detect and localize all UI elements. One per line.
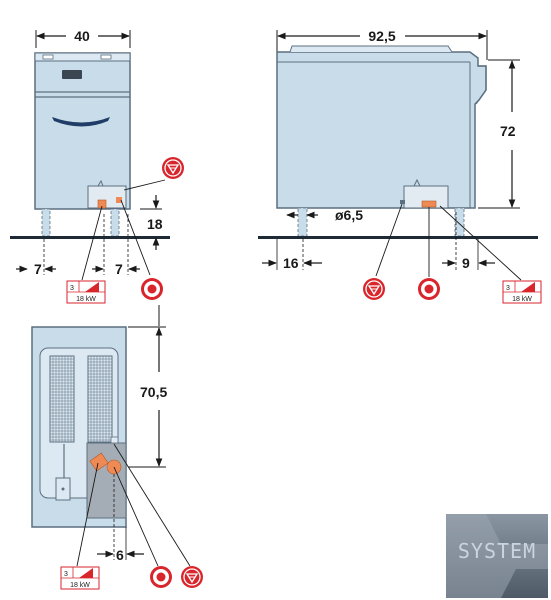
logo-shape: [446, 514, 548, 598]
drain-valve-knob: [61, 487, 65, 491]
gas-connection-icon: [363, 278, 385, 300]
cable-entry-mark: [97, 179, 104, 187]
front-leg-right-dim: 7: [115, 261, 123, 277]
leader-line: [81, 205, 103, 281]
top-connection-box: [86, 442, 127, 519]
front-view: 40 18 7 7: [10, 28, 184, 304]
leader-line: [120, 199, 151, 276]
leader-line: [439, 205, 522, 281]
side-cabinet-body: [276, 51, 487, 209]
front-width-dim: 40: [74, 28, 90, 44]
front-top-slot: [100, 54, 112, 60]
side-depth-dim: 92,5: [368, 28, 395, 44]
electric-connection-icon: [418, 278, 440, 300]
svg-text:18 kW: 18 kW: [70, 582, 90, 589]
control-knob-panel: [62, 70, 82, 79]
company-logo: SYSTEM: [446, 514, 548, 598]
front-connection-height-dim: 18: [147, 216, 163, 232]
side-height-dim: 72: [500, 123, 516, 139]
svg-text:18 kW: 18 kW: [512, 296, 532, 303]
leader-line: [113, 443, 191, 567]
svg-text:3: 3: [70, 285, 74, 292]
cable-entry-mark: [413, 178, 421, 187]
gas-connection-icon: [162, 157, 184, 179]
top-depth-dim: 70,5: [140, 384, 167, 400]
top-basket-right: [87, 355, 113, 443]
side-gas-terminal: [400, 200, 405, 204]
leader-line: [76, 462, 99, 567]
svg-text:3: 3: [506, 285, 510, 292]
side-floor-line: [258, 236, 538, 239]
gas-connection-icon: [181, 566, 203, 588]
electric-connection-icon: [150, 566, 172, 588]
side-leg: [297, 207, 308, 237]
top-offset-dim: 6: [116, 547, 124, 563]
front-top-slot: [42, 54, 54, 60]
door-handle: [52, 117, 110, 127]
side-foot-diameter-dim: ø6,5: [335, 207, 363, 223]
front-top-frame: [34, 52, 131, 62]
leader-line: [375, 203, 403, 277]
front-leg: [110, 208, 120, 237]
front-floor-line: [10, 236, 170, 239]
side-connection-box: [403, 185, 449, 209]
top-basket-left: [49, 355, 75, 443]
top-cable-entry: [110, 436, 119, 444]
side-front-handle: [475, 65, 487, 105]
side-top-lid: [289, 45, 453, 53]
power-rating-badge: 3 18 kW: [502, 280, 542, 304]
front-gas-terminal: [116, 197, 122, 203]
front-leg-left-dim: 7: [34, 261, 42, 277]
top-electric-terminal: [89, 452, 109, 472]
side-view: 92,5 72 ø6,5 16: [258, 28, 542, 304]
leader-line: [113, 466, 159, 567]
front-leg: [41, 208, 51, 237]
logo-text: SYSTEM: [458, 539, 536, 563]
power-rating-badge: 3 18 kW: [66, 280, 106, 304]
electric-connection-icon: [141, 278, 163, 300]
svg-text:3: 3: [64, 571, 68, 578]
front-electric-terminal: [97, 199, 107, 209]
side-front-offset-dim: 16: [283, 255, 299, 271]
front-cabinet-body: [34, 52, 131, 210]
power-rating-badge: 3 18 kW: [60, 566, 100, 590]
side-rear-offset-dim: 9: [462, 255, 470, 271]
top-view: 70,5 6 3 18 kW: [31, 305, 203, 590]
side-electric-terminal: [421, 200, 437, 208]
svg-text:18 kW: 18 kW: [76, 296, 96, 303]
leader-line: [123, 179, 166, 191]
